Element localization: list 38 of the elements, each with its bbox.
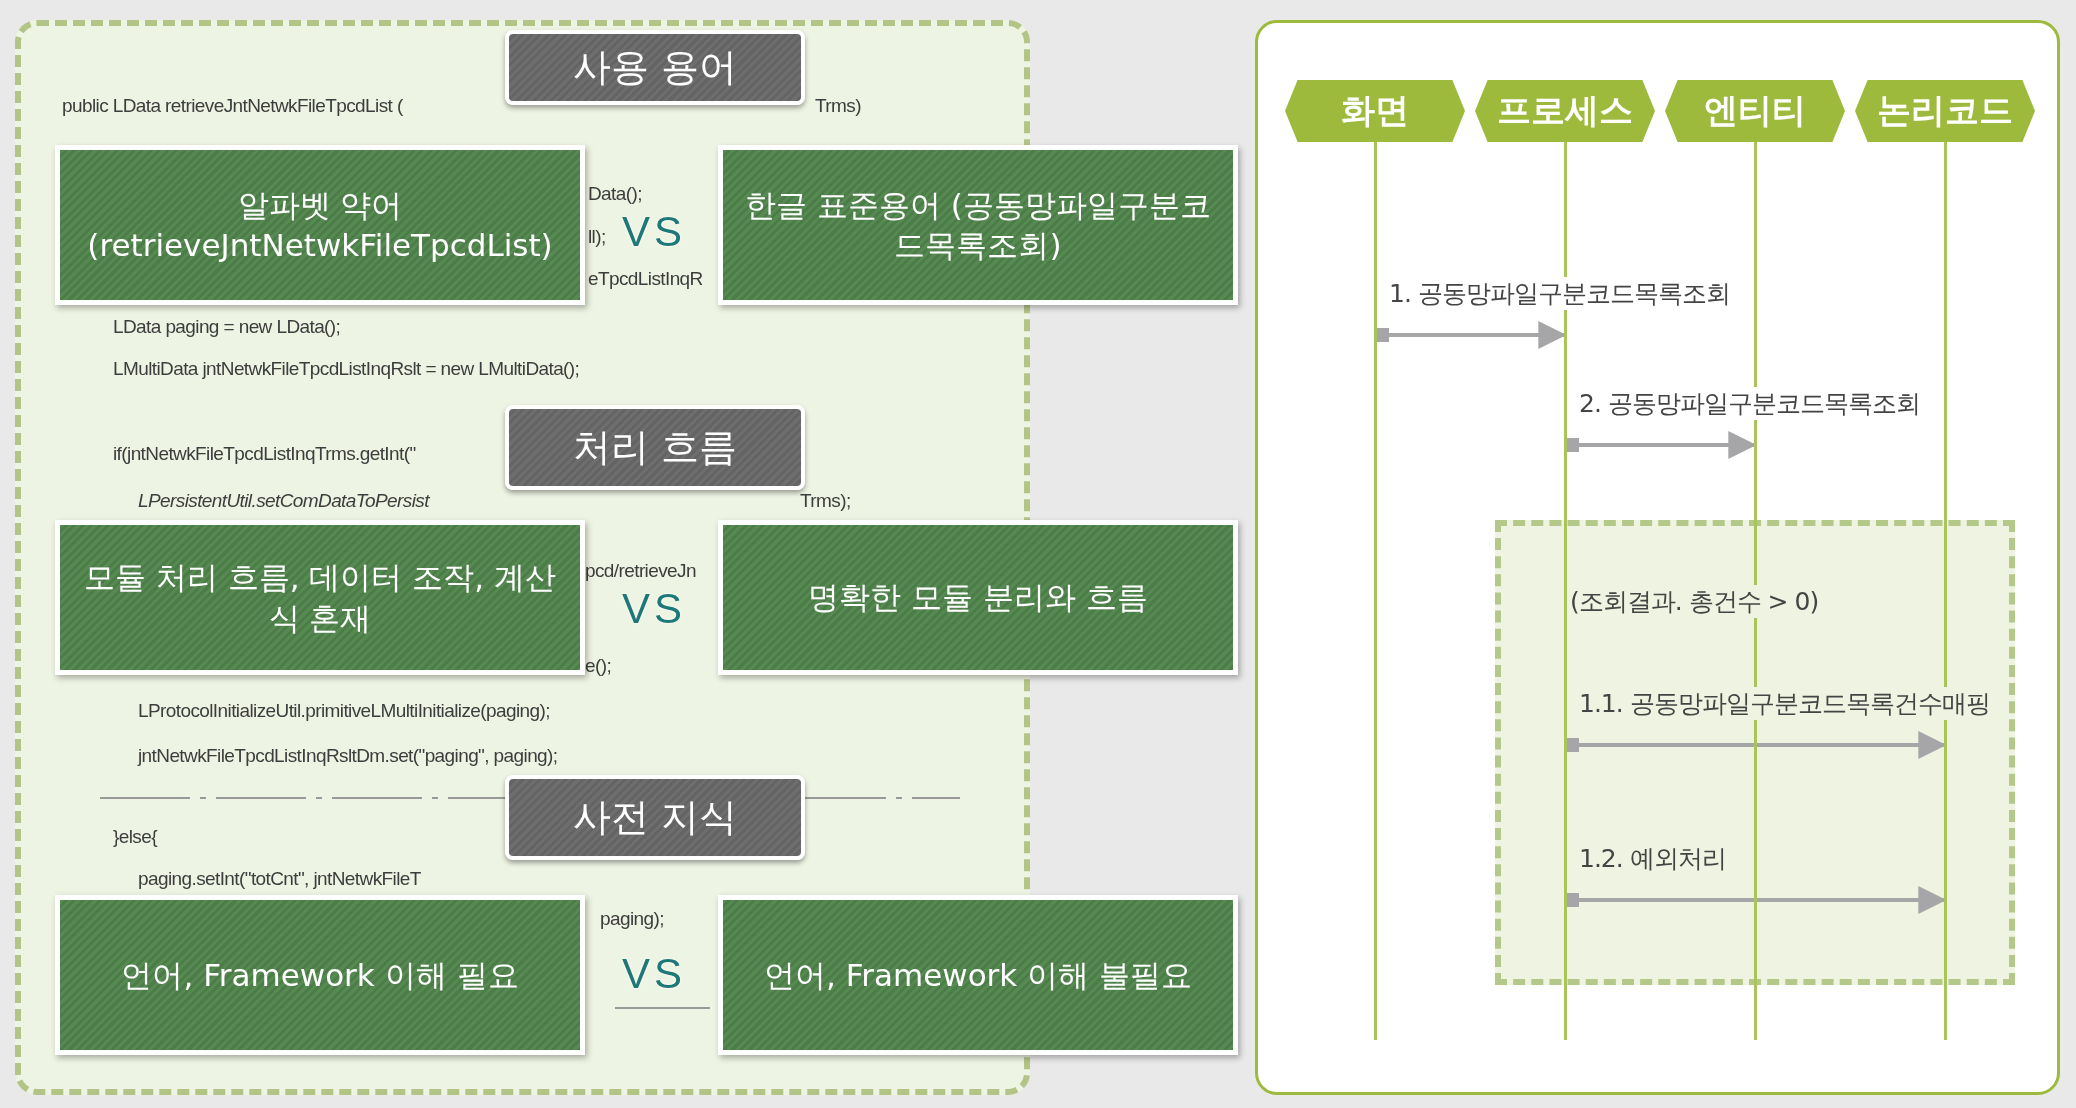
code-line: e(); <box>585 655 612 677</box>
versus-label: VS <box>622 208 687 256</box>
code-line: }else{ <box>113 826 157 848</box>
code-line: pcd/retrieveJn <box>585 560 696 582</box>
lifeline-header: 엔티티 <box>1665 80 1845 142</box>
code-line: jntNetwkFileTpcdListInqRsltDm.set("paging", paging); <box>138 745 558 767</box>
code-line: paging); <box>600 908 664 930</box>
comparison-box: 명확한 모듈 분리와 흐름 <box>718 520 1238 675</box>
comparison-box: 한글 표준용어 (공동망파일구분코드목록조회) <box>718 145 1238 305</box>
code-line: LPersistentUtil.setComDataToPersist <box>138 490 429 512</box>
code-line: ll); <box>588 226 606 248</box>
comparison-box: 언어, Framework 이해 필요 <box>55 895 585 1055</box>
comparison-box: 모듈 처리 흐름, 데이터 조작, 계산식 혼재 <box>55 520 585 675</box>
lifeline-header: 논리코드 <box>1855 80 2035 142</box>
code-line: eTpcdListInqR <box>588 268 703 290</box>
lifeline-header: 화면 <box>1285 80 1465 142</box>
lifeline-header: 프로세스 <box>1475 80 1655 142</box>
loop-condition: (조회결과. 총건수 > 0) <box>1570 585 1819 618</box>
code-line: if(jntNetwkFileTpcdListInqTrms.getInt(" <box>113 443 416 465</box>
code-line: Trms) <box>815 95 861 117</box>
code-line: LMultiData jntNetwkFileTpcdListInqRslt = new LMultiData(); <box>113 358 580 380</box>
message-label: 2. 공동망파일구분코드목록조회 <box>1579 387 1920 420</box>
message-label: 1. 공동망파일구분코드목록조회 <box>1389 277 1730 310</box>
section-heading: 사용 용어 <box>505 30 805 105</box>
code-line: public LData retrieveJntNetwkFileTpcdList ( <box>62 95 403 117</box>
code-line: LProtocolInitializeUtil.primitiveLMultiInitialize(paging); <box>138 700 550 722</box>
code-line: Trms); <box>800 490 851 512</box>
comparison-box: 알파벳 약어 (retrieveJntNetwkFileTpcdList) <box>55 145 585 305</box>
message-label: 1.1. 공동망파일구분코드목록건수매핑 <box>1579 687 1990 720</box>
code-line: paging.setInt("totCnt", jntNetwkFileT <box>138 868 421 890</box>
comparison-box: 언어, Framework 이해 불필요 <box>718 895 1238 1055</box>
versus-label: VS <box>622 950 687 998</box>
versus-label: VS <box>622 585 687 633</box>
lifeline <box>1374 142 1377 1040</box>
section-heading: 사전 지식 <box>505 775 805 860</box>
code-line: Data(); <box>588 183 642 205</box>
section-heading: 처리 흐름 <box>505 405 805 490</box>
code-line: LData paging = new LData(); <box>113 316 341 338</box>
